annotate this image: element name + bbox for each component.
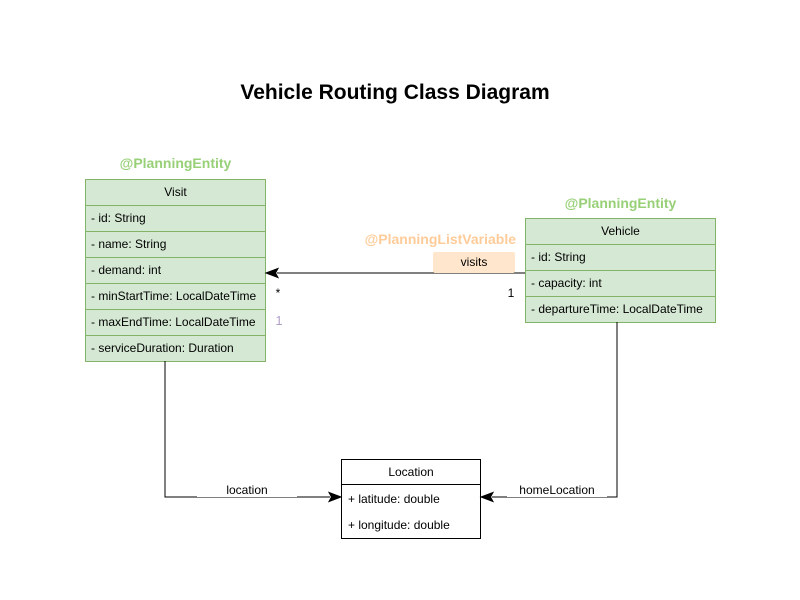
- vehicle-planning-entity-annotation: @PlanningEntity: [564, 195, 677, 211]
- visit-attribute: - name: String: [86, 231, 265, 257]
- class-vehicle[interactable]: Vehicle - id: String - capacity: int - d…: [525, 218, 716, 323]
- multiplicity-one-vehicle: 1: [507, 286, 515, 300]
- vehicle-attribute: - departureTime: LocalDateTime: [526, 296, 715, 322]
- vehicle-attribute: - capacity: int: [526, 270, 715, 296]
- visit-attribute: - maxEndTime: LocalDateTime: [86, 309, 265, 335]
- visit-attribute: - id: String: [86, 205, 265, 231]
- location-edge-label[interactable]: location: [197, 483, 297, 497]
- multiplicity-star-visit: *: [275, 286, 281, 300]
- location-attribute: + longitude: double: [348, 518, 450, 532]
- multiplicity-one-purple: 1: [275, 313, 283, 328]
- visit-attribute: - demand: int: [86, 257, 265, 283]
- class-visit[interactable]: Visit - id: String - name: String - dema…: [85, 179, 266, 362]
- class-vehicle-name: Vehicle: [601, 224, 640, 238]
- vehicle-attribute: - id: String: [526, 244, 715, 270]
- visit-planning-entity-annotation: @PlanningEntity: [119, 155, 232, 171]
- edge-home-location[interactable]: [479, 322, 618, 503]
- planning-list-variable-annotation: @PlanningListVariable: [364, 231, 516, 247]
- class-location[interactable]: Location + latitude: double + longitude:…: [341, 459, 481, 539]
- location-attribute: + latitude: double: [348, 492, 440, 506]
- class-visit-name: Visit: [164, 185, 187, 199]
- edge-location[interactable]: [164, 361, 343, 503]
- visit-attribute: - serviceDuration: Duration: [86, 335, 265, 361]
- diagram-title: Vehicle Routing Class Diagram: [240, 81, 550, 104]
- class-location-name: Location: [342, 460, 480, 485]
- visits-edge-label[interactable]: visits: [433, 252, 515, 273]
- class-location-attributes: + latitude: double + longitude: double: [342, 485, 480, 538]
- visit-attribute: - minStartTime: LocalDateTime: [86, 283, 265, 309]
- home-location-edge-label[interactable]: homeLocation: [507, 483, 607, 497]
